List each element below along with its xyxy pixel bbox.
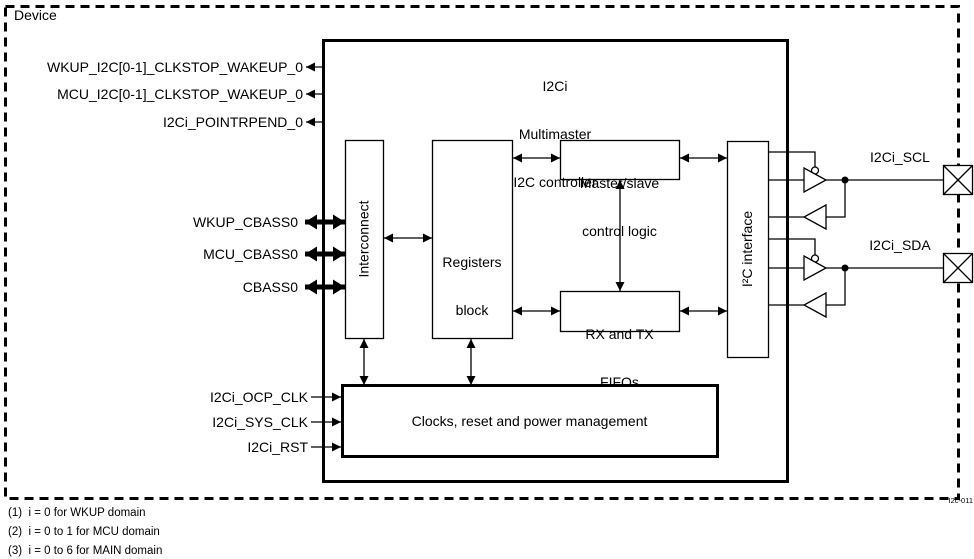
signal-label-rst: I2Ci_RST [247, 439, 308, 455]
wakeup-output-arrows [306, 62, 323, 127]
master-slave-box [559, 139, 681, 181]
sda-pad-circuit [768, 238, 974, 319]
master-slave-label-line2: control logic [582, 223, 657, 239]
scl-input-buffer-icon [802, 203, 827, 231]
registers-block-label: Registers block [432, 222, 512, 350]
device-boundary [4, 5, 960, 500]
signal-label-pointrpend: I2Ci_POINTRPEND_0 [162, 114, 303, 130]
master-slave-label-line1: Master/slave [579, 175, 660, 191]
signal-label-ocp-clk: I2Ci_OCP_CLK [209, 389, 308, 405]
signal-label-wkup-cbass0: WKUP_CBASS0 [192, 214, 298, 230]
signal-label-cbass0: CBASS0 [242, 279, 298, 295]
note-3: (3) i = 0 to 6 for MAIN domain [8, 545, 163, 557]
bus-interface-arrows [305, 214, 345, 295]
fifos-label-line1: RX and TX [585, 326, 654, 342]
sda-input-buffer-icon [802, 291, 827, 319]
note-2: (2) i = 0 to 1 for MCU domain [8, 526, 160, 538]
pad-label-sda: I2Ci_SDA [869, 237, 931, 253]
registers-label-line1: Registers [442, 254, 502, 270]
controller-title-line3: I2C controller [513, 174, 597, 190]
signal-label-wkup-clkstop-wakeup: WKUP_I2C[0-1]_CLKSTOP_WAKEUP_0 [47, 59, 303, 75]
i2c-interface-box [726, 140, 770, 359]
scl-pad-icon [942, 164, 974, 196]
clocks-block-label: Clocks, reset and power management [411, 413, 648, 429]
sda-pad-icon [942, 252, 974, 284]
internal-arrows [359, 153, 727, 385]
controller-title-line1: I2Ci [542, 78, 568, 94]
signal-label-sys-clk: I2Ci_SYS_CLK [212, 414, 308, 430]
interconnect-box [344, 139, 385, 340]
scl-pad-circuit [768, 151, 974, 231]
i2c-interface-block-label: I²C interface [727, 141, 768, 357]
fifos-box [559, 290, 681, 333]
figure-code: I2c-011 [948, 496, 973, 505]
interconnect-label-text: Interconnect [356, 200, 372, 278]
registers-box [431, 139, 514, 340]
interconnect-block-label: Interconnect [345, 140, 383, 338]
pad-label-scl: I2Ci_SCL [870, 149, 930, 165]
signal-label-mcu-cbass0: MCU_CBASS0 [203, 246, 298, 262]
device-label: Device [14, 7, 57, 23]
controller-title-line2: Multimaster [518, 126, 592, 142]
controller-title: I2Ci Multimaster I2C controller [323, 46, 787, 222]
note-1: (1) i = 0 for WKUP domain [8, 507, 146, 519]
fifos-block-label: RX and TX FIFOs [560, 294, 679, 422]
sda-output-buffer-icon [803, 254, 828, 282]
scl-output-buffer-icon [803, 166, 828, 194]
fifos-label-line2: FIFOs [600, 374, 639, 390]
master-slave-block-label: Master/slave control logic [560, 143, 679, 271]
clock-reset-input-arrows [311, 392, 341, 452]
clocks-box [341, 384, 719, 458]
registers-label-line2: block [455, 302, 489, 318]
signal-label-mcu-clkstop-wakeup: MCU_I2C[0-1]_CLKSTOP_WAKEUP_0 [57, 86, 303, 102]
i2c-interface-label-text: I²C interface [739, 210, 756, 288]
